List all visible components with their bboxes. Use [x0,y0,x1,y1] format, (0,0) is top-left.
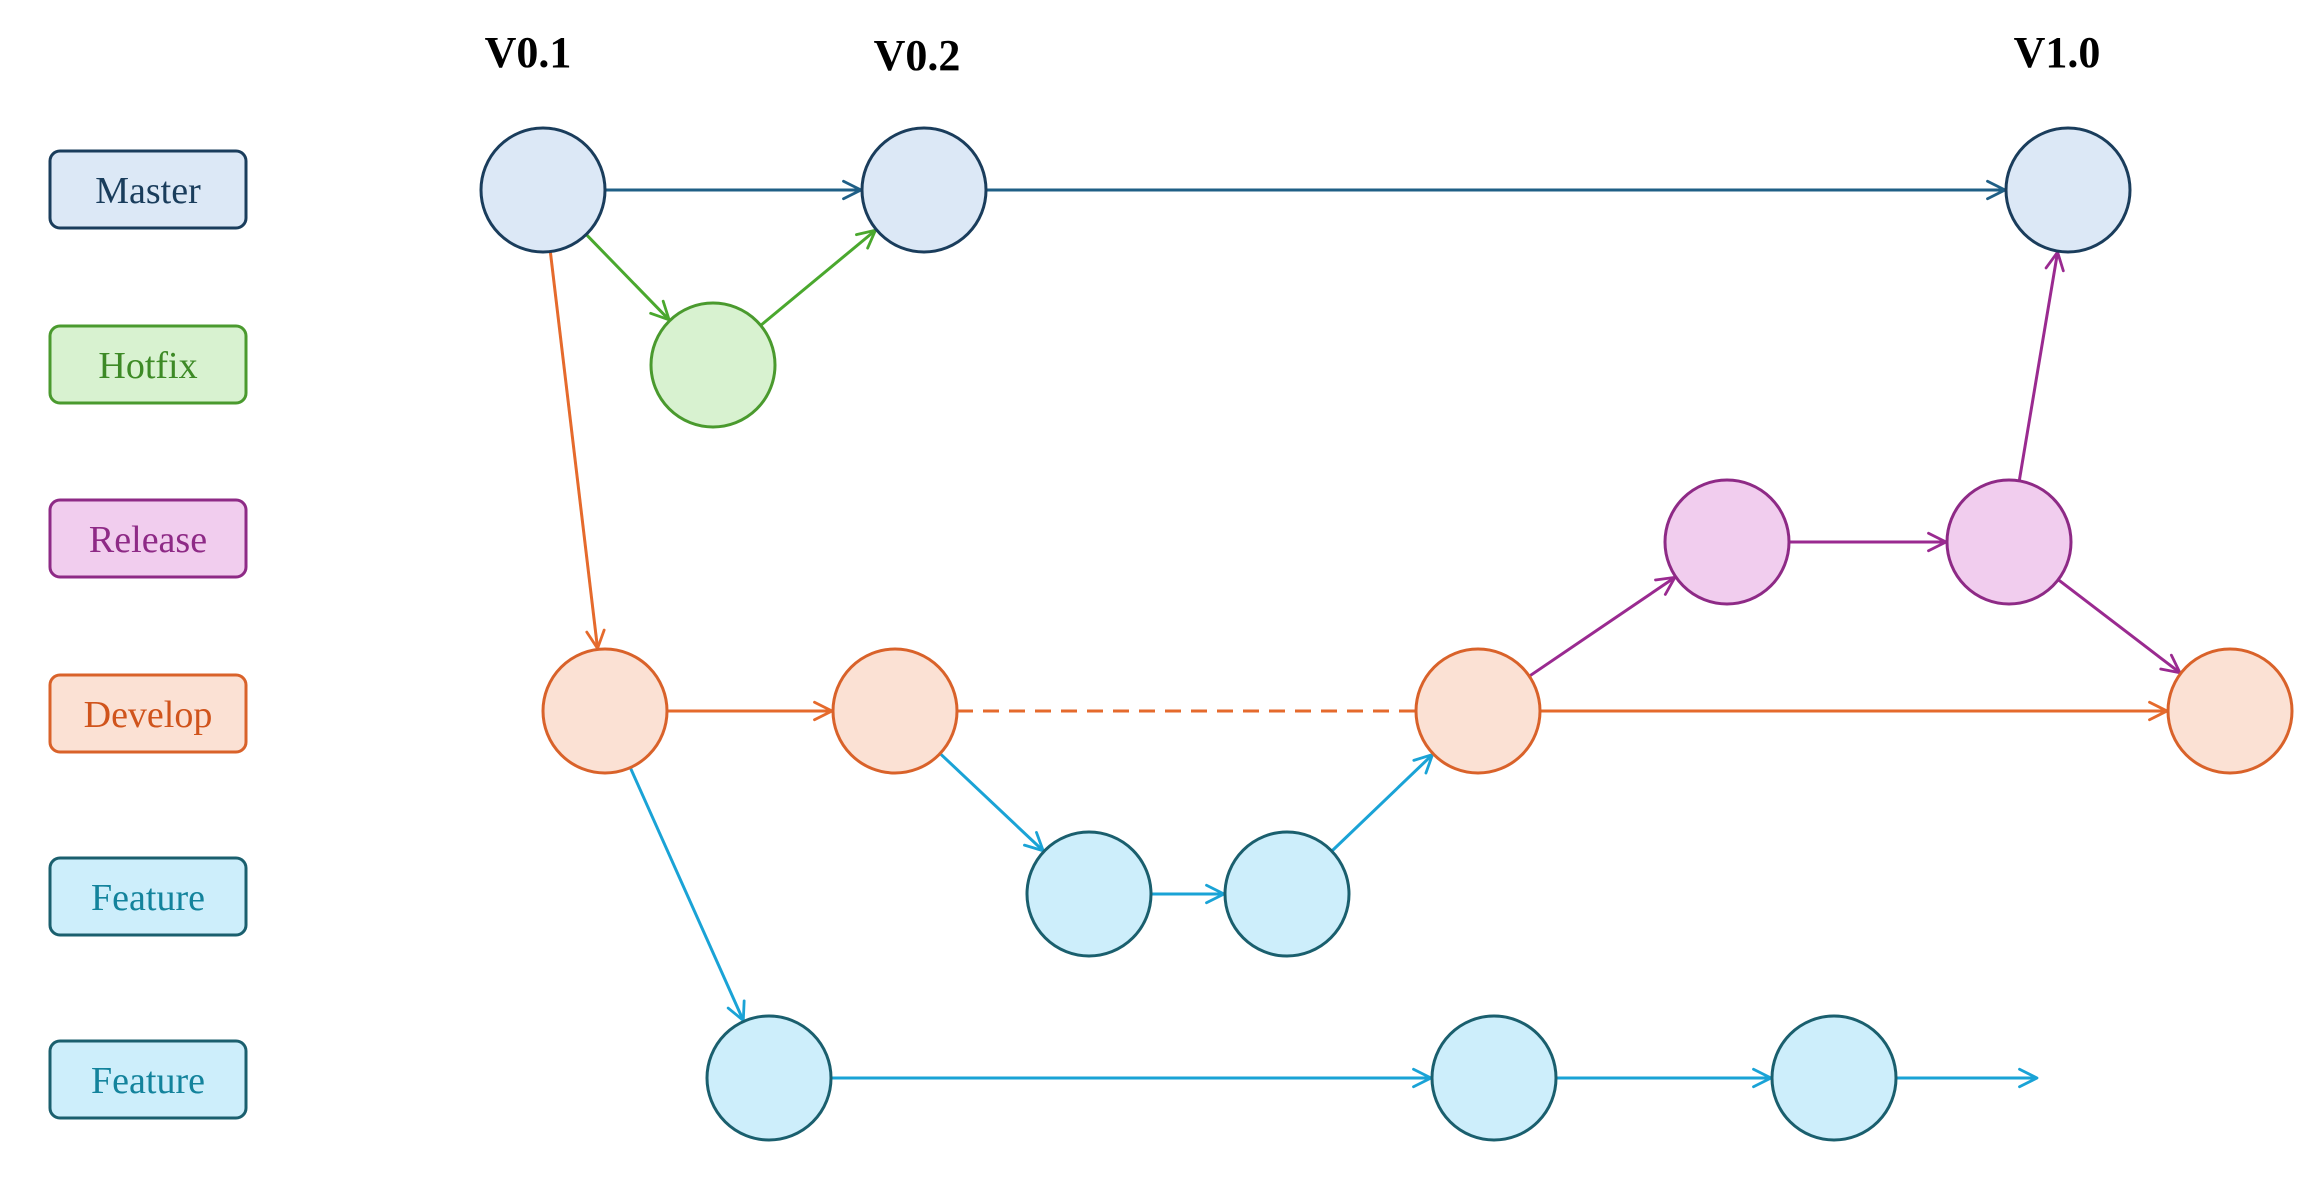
version-label-v10: V1.0 [2014,28,2101,77]
commit-nodes [479,126,2294,1142]
branch-legend: Master Hotfix Release Develop Feature Fe… [48,149,248,1120]
commit-node-d2 [831,647,959,775]
edge-f2-d3 [1330,753,1434,853]
commit-node-f2 [1223,830,1351,958]
edge-d3-r1 [1528,575,1677,678]
commit-node-g3 [1770,1014,1898,1142]
edge-d2-f1 [939,752,1045,853]
commit-node-m2 [860,126,988,254]
version-label-v02: V0.2 [874,31,961,80]
branch-label-master: Master [95,170,201,212]
edge-m1-h1 [585,233,671,322]
branch-box-release: Release [48,498,248,579]
version-label-v01: V0.1 [485,28,572,77]
edge-m1-d1 [548,251,606,650]
branch-label-feature-2: Feature [91,1060,205,1102]
commit-node-m3 [2004,126,2132,254]
commit-node-g1 [705,1014,833,1142]
commit-node-d3 [1414,647,1542,775]
branch-label-develop: Develop [84,694,213,736]
commit-node-r1 [1663,478,1791,606]
commit-node-f1 [1025,830,1153,958]
branch-box-feature-2: Feature [48,1039,248,1120]
commit-node-d4 [2166,647,2294,775]
commit-node-d1 [541,647,669,775]
branch-box-hotfix: Hotfix [48,324,248,405]
version-labels: V0.1 V0.2 V1.0 [485,28,2101,80]
branch-label-feature-1: Feature [91,877,205,919]
branch-box-master: Master [48,149,248,230]
commit-node-m1 [479,126,607,254]
commit-node-h1 [649,301,777,429]
branch-box-feature-1: Feature [48,856,248,937]
branch-box-develop: Develop [48,673,248,754]
edge-d1-g1 [628,766,746,1022]
branch-label-hotfix: Hotfix [98,345,197,387]
commit-node-r2 [1945,478,2073,606]
edge-r2-m3 [2017,250,2065,482]
edges [548,179,2182,1089]
edge-h1-m2 [759,228,877,327]
edge-r2-d4 [2057,578,2182,675]
commit-node-g2 [1430,1014,1558,1142]
branch-label-release: Release [89,519,207,561]
